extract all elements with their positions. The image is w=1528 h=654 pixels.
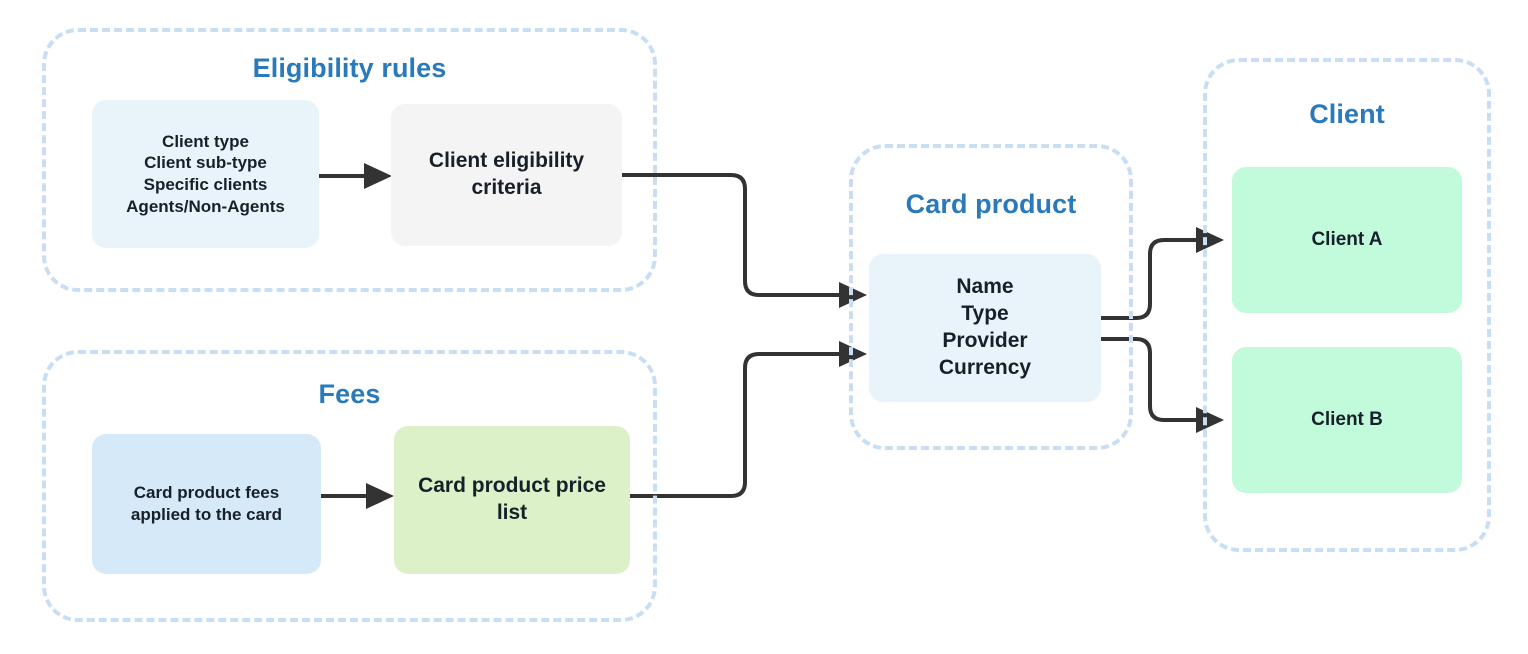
node-client-eligibility-criteria-lines: Client eligibility criteria [401, 148, 612, 202]
card-attribute-name: Name [956, 275, 1014, 299]
connector-criteria-to-card [622, 173, 867, 308]
card-product-fees-line-2: applied to the card [130, 505, 283, 524]
node-card-product-attributes-lines: Name Type Provider Currency [879, 274, 1091, 382]
connector-price-list-to-card [630, 341, 867, 498]
card-product-fees-line-1: Card product fees [133, 483, 280, 503]
group-card-product [849, 144, 1133, 450]
card-attribute-currency: Currency [938, 355, 1032, 379]
node-client-a-lines: Client A [1242, 228, 1452, 252]
group-title-card-product: Card product [905, 189, 1077, 219]
node-card-product-fees: Card product fees applied to the card [92, 434, 321, 574]
price-list-line-2: list [496, 501, 528, 524]
group-client [1203, 58, 1491, 552]
group-title-fees: Fees [318, 379, 381, 409]
client-b-label: Client B [1311, 408, 1383, 430]
group-title-eligibility-rules: Eligibility rules [252, 53, 447, 83]
node-client-eligibility-criteria: Client eligibility criteria [391, 104, 622, 246]
group-eligibility-rules [42, 28, 657, 292]
node-card-product-fees-lines: Card product fees applied to the card [102, 482, 311, 526]
criteria-input-line-4: Agents/Non-Agents [126, 196, 285, 216]
node-client-b-lines: Client B [1242, 408, 1452, 432]
criteria-input-line-3: Specific clients [143, 175, 268, 194]
card-attribute-provider: Provider [942, 329, 1028, 352]
node-card-product-price-list-lines: Card product price list [404, 473, 620, 527]
criteria-input-line-2: Client sub-type [144, 153, 267, 173]
client-a-label: Client A [1311, 228, 1383, 250]
node-criteria-inputs: Client type Client sub-type Specific cli… [92, 100, 319, 248]
client-eligibility-line-1: Client eligibility [428, 149, 585, 173]
price-list-line-1: Card product price [418, 474, 606, 498]
card-attribute-type: Type [961, 302, 1009, 326]
node-client-a: Client A [1232, 167, 1462, 313]
group-fees [42, 350, 657, 622]
client-eligibility-line-2: criteria [471, 176, 542, 199]
node-criteria-inputs-lines: Client type Client sub-type Specific cli… [102, 131, 309, 218]
node-card-product-attributes: Name Type Provider Currency [869, 254, 1101, 402]
node-client-b: Client B [1232, 347, 1462, 493]
node-card-product-price-list: Card product price list [394, 426, 630, 574]
group-title-client: Client [1309, 99, 1385, 129]
criteria-input-line-1: Client type [162, 131, 249, 151]
